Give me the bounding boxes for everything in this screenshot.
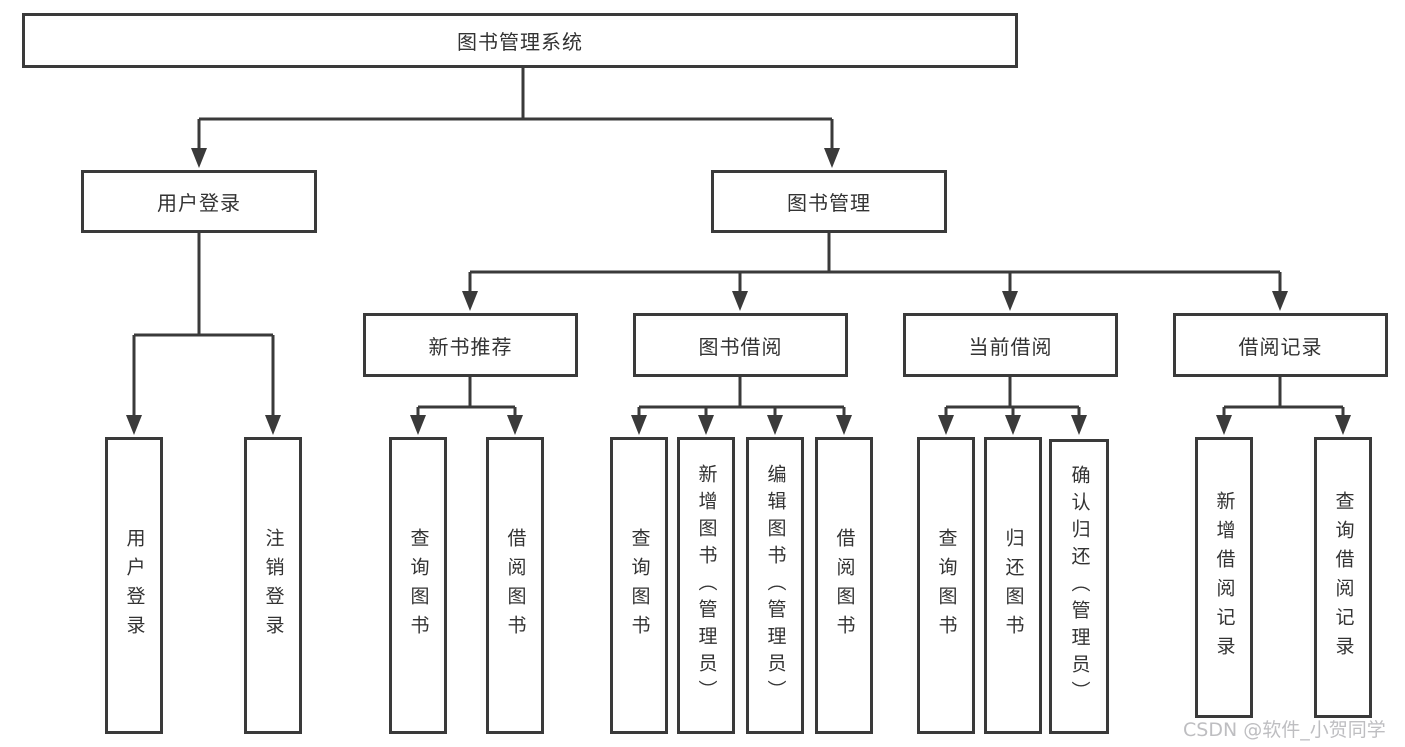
node-user-login: 用户登录: [81, 170, 317, 233]
node-label: 图书管理: [787, 191, 871, 215]
leaf-label: 注销登录: [262, 527, 285, 644]
leaf-label: 查询借阅记录: [1332, 490, 1355, 665]
leaf-query-borrow-record: 查询借阅记录: [1314, 437, 1372, 718]
csdn-watermark: CSDN @软件_小贺同学: [1183, 719, 1386, 741]
leaf-user-login: 用户登录: [105, 437, 163, 734]
node-library-management-system: 图书管理系统: [22, 13, 1018, 68]
node-label: 图书管理系统: [457, 30, 583, 54]
leaf-label: 用户登录: [123, 527, 146, 644]
leaf-query-books-borrowing: 查询图书: [610, 437, 668, 734]
node-book-borrowing: 图书借阅: [633, 313, 848, 377]
leaf-label: 查询图书: [935, 527, 958, 644]
leaf-logout: 注销登录: [244, 437, 302, 734]
node-new-book-recommend: 新书推荐: [363, 313, 578, 377]
leaf-borrow-books-borrowing: 借阅图书: [815, 437, 873, 734]
node-label: 当前借阅: [968, 334, 1053, 359]
leaf-label: 新增图书（管理员）: [695, 464, 718, 707]
node-book-management: 图书管理: [711, 170, 947, 233]
leaf-label: 借阅图书: [504, 527, 527, 644]
leaf-label: 查询图书: [407, 527, 430, 644]
leaf-label: 新增借阅记录: [1213, 490, 1236, 665]
leaf-edit-books-admin: 编辑图书（管理员）: [746, 437, 804, 734]
node-label: 借阅记录: [1238, 334, 1323, 359]
leaf-label: 确认归还（管理员）: [1068, 465, 1091, 708]
leaf-label: 归还图书: [1002, 527, 1025, 644]
leaf-label: 编辑图书（管理员）: [764, 464, 787, 707]
leaf-borrow-books-recommend: 借阅图书: [486, 437, 544, 734]
node-borrowing-records: 借阅记录: [1173, 313, 1388, 377]
leaf-return-books: 归还图书: [984, 437, 1042, 734]
arrowheads: [126, 148, 1351, 435]
node-label: 新书推荐: [428, 334, 513, 359]
node-label: 用户登录: [157, 191, 241, 215]
leaf-add-books-admin: 新增图书（管理员）: [677, 437, 735, 734]
leaf-label: 借阅图书: [833, 527, 856, 644]
leaf-query-books-current: 查询图书: [917, 437, 975, 734]
node-current-borrowing: 当前借阅: [903, 313, 1118, 377]
leaf-confirm-return-admin: 确认归还（管理员）: [1049, 439, 1109, 734]
node-label: 图书借阅: [698, 334, 783, 359]
leaf-query-books-recommend: 查询图书: [389, 437, 447, 734]
leaf-add-borrow-record: 新增借阅记录: [1195, 437, 1253, 718]
leaf-label: 查询图书: [628, 527, 651, 644]
